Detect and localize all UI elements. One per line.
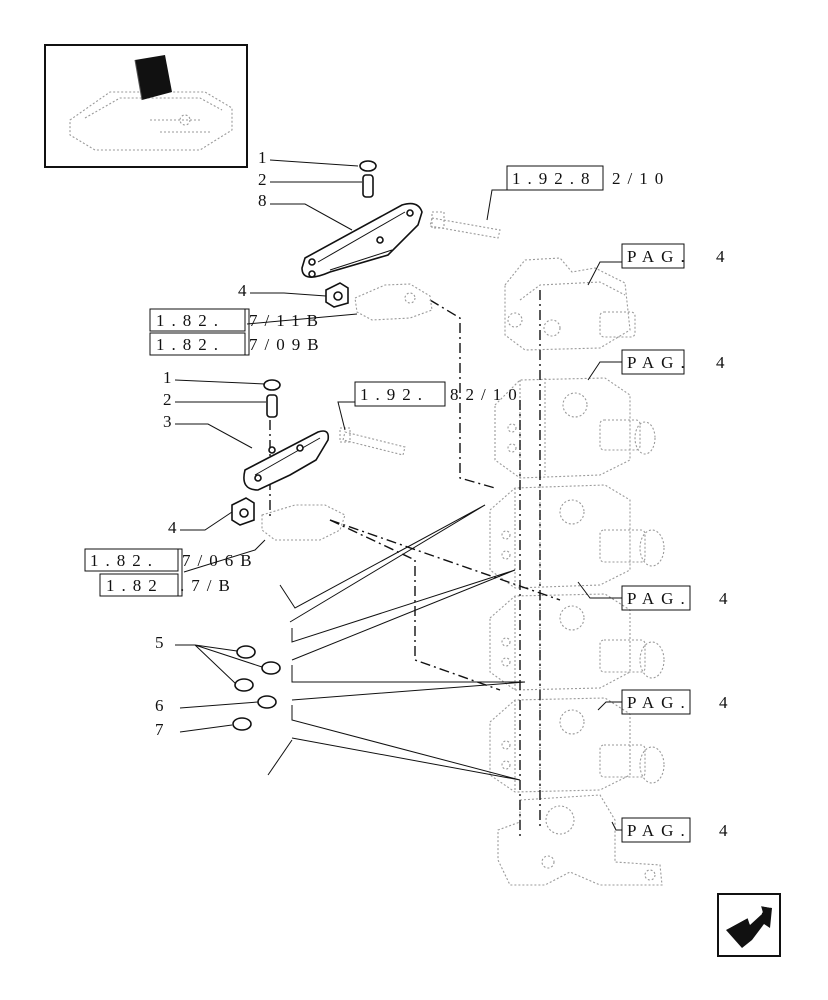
- page-references: PAG. 4 PAG. 4 PAG. 4 PAG. 4 PAG. 4: [621, 243, 728, 843]
- pag-4-boxed: PAG.: [627, 693, 692, 712]
- callout-4-upper: 4: [238, 281, 247, 300]
- callout-5: 5: [155, 633, 164, 652]
- pag-5-boxed: PAG.: [627, 821, 692, 840]
- leader-lines: [174, 159, 622, 831]
- ref-5-boxed: 1.82.: [90, 551, 159, 570]
- pag-4-num: 4: [719, 693, 728, 712]
- ref-4-rest: 82/10: [450, 385, 524, 404]
- pag-link-5[interactable]: PAG. 4: [621, 817, 728, 843]
- assembly-axes: [269, 290, 561, 840]
- callout-2-upper: 2: [258, 170, 267, 189]
- ref-link-1[interactable]: 1.92.8 2/10: [506, 165, 670, 191]
- valve-stack: [489, 257, 665, 886]
- pag-3-num: 4: [719, 589, 728, 608]
- ref-link-4[interactable]: 1.92. 82/10: [354, 381, 524, 407]
- ref-6-boxed: 1.82: [106, 576, 164, 595]
- pag-2-boxed: PAG.: [627, 353, 692, 372]
- ref-5-rest: 7/06B: [182, 551, 259, 570]
- ref-3-boxed: 1.82.: [156, 335, 225, 354]
- pag-1-num: 4: [716, 247, 725, 266]
- callout-1-upper: 1: [258, 148, 267, 167]
- upper-linkage: [301, 160, 501, 321]
- ref-2-rest: 7/11B: [249, 311, 325, 330]
- ref-link-2[interactable]: 1.82. 7/11B: [149, 308, 325, 332]
- callout-7: 7: [155, 720, 164, 739]
- pag-2-num: 4: [716, 353, 725, 372]
- ref-link-5[interactable]: 1.82. 7/06B: [84, 548, 259, 572]
- ref-link-6[interactable]: 1.82 .7/B: [99, 548, 237, 597]
- ref-link-3[interactable]: 1.82. 7/09B: [149, 308, 326, 356]
- ref-3-rest: 7/09B: [249, 335, 326, 354]
- pag-link-3[interactable]: PAG. 4: [621, 585, 728, 611]
- lower-linkage: [231, 379, 406, 541]
- pag-5-num: 4: [719, 821, 728, 840]
- callout-4-lower: 4: [168, 518, 177, 537]
- pag-1-boxed: PAG.: [627, 247, 692, 266]
- next-page-arrow-icon: [726, 904, 772, 948]
- assembly-thumbnail-icon: [44, 44, 248, 168]
- callout-1-lower: 1: [163, 368, 172, 387]
- ref-1-rest: 2/10: [612, 169, 670, 188]
- pag-link-1[interactable]: PAG. 4: [621, 243, 725, 269]
- callout-8: 8: [258, 191, 267, 210]
- ref-4-boxed: 1.92.: [360, 385, 429, 404]
- o-rings: [232, 645, 281, 731]
- callout-2-lower: 2: [163, 390, 172, 409]
- callout-3: 3: [163, 412, 172, 431]
- ref-1-boxed: 1.92.8: [512, 169, 597, 188]
- callout-6: 6: [155, 696, 164, 715]
- cross-references: 1.92.8 2/10 1.82. 7/11B 1.82. 7/09B 1.92…: [84, 165, 670, 597]
- ref-2-boxed: 1.82.: [156, 311, 225, 330]
- callout-numbers: 1 2 8 4 1 2 3 4 5 6 7: [155, 148, 267, 739]
- pag-link-4[interactable]: PAG. 4: [621, 689, 728, 715]
- pag-3-boxed: PAG.: [627, 589, 692, 608]
- pag-link-2[interactable]: PAG. 4: [621, 349, 725, 375]
- next-page-button[interactable]: [717, 893, 781, 957]
- ref-6-rest: .7/B: [180, 576, 237, 595]
